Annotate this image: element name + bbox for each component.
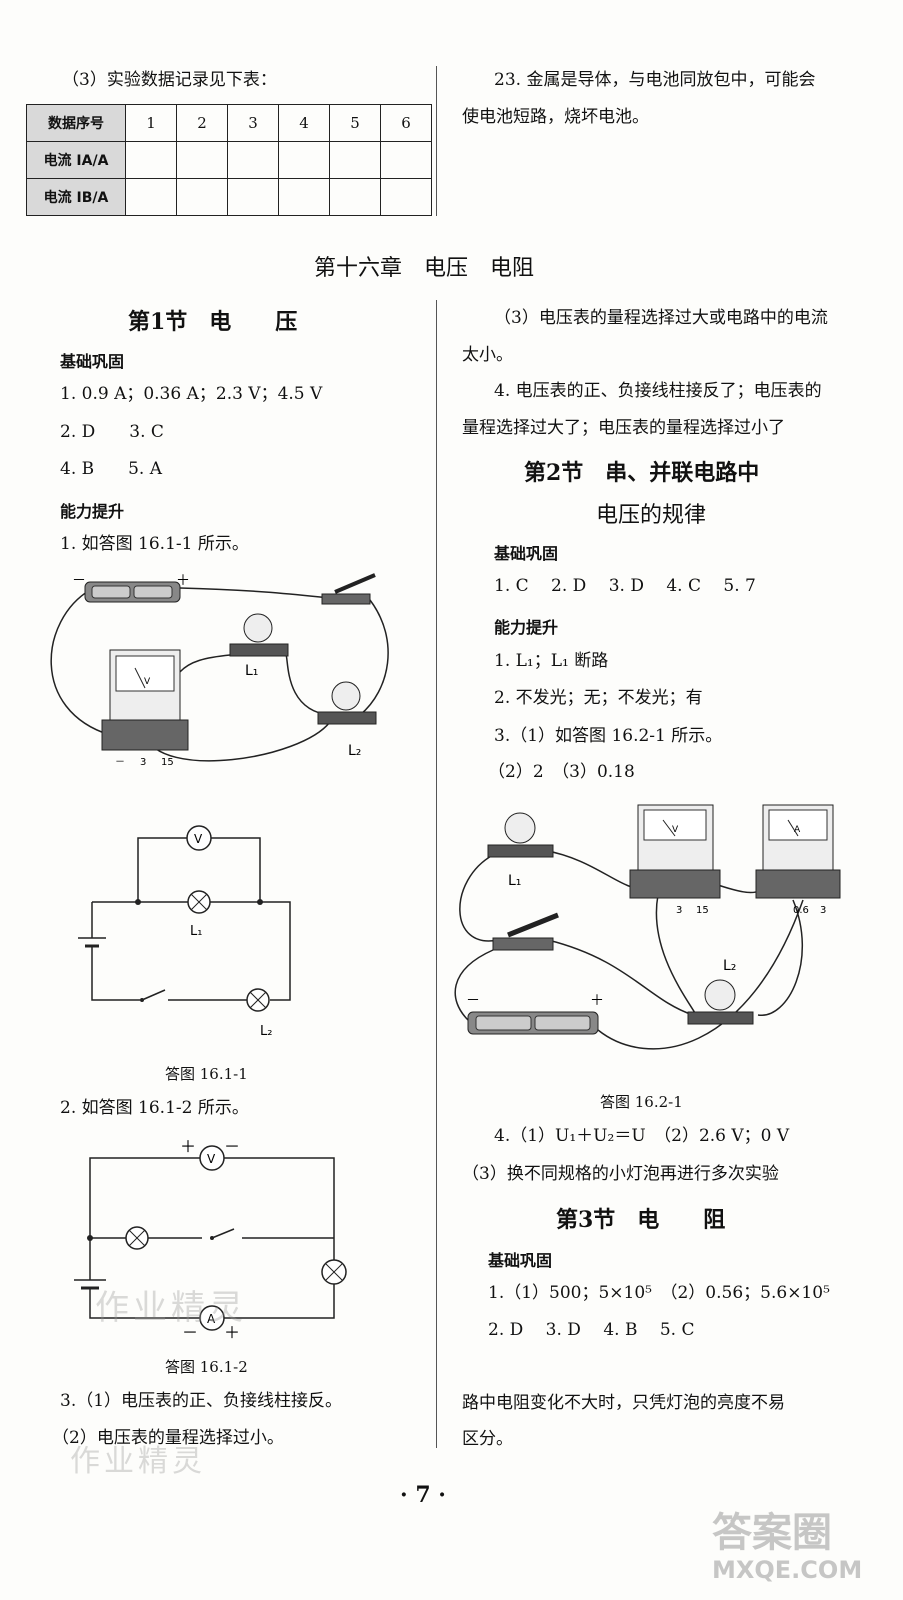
switch-icon [321, 573, 376, 605]
terminal-minus: － [115, 757, 125, 768]
bulb-l1-icon [229, 613, 289, 657]
terminal-3: 3 [140, 757, 146, 768]
s2-ability-answer: （2）2 （3）0.18 [488, 762, 635, 782]
s1-ability-answer: 1. 如答图 16.1-1 所示。 [60, 534, 249, 554]
s2-ability-answer: 2. 不发光；无；不发光；有 [494, 688, 703, 708]
table-col: 5 [329, 104, 381, 142]
s2-ability-answer: 1. L₁；L₁ 断路 [494, 651, 609, 671]
minus-label: － [72, 573, 86, 589]
s1-ability-answer: （2）电压表的量程选择过小。 [52, 1428, 284, 1448]
basic-heading: 基础巩固 [488, 1251, 553, 1270]
section3-title: 第3节 电 阻 [556, 1207, 726, 1233]
section1-title: 第1节 电 压 [128, 309, 298, 335]
fig3-l2: L₂ [723, 958, 736, 974]
fig3-t06: 0.6 [793, 905, 809, 916]
plus-label: ＋ [176, 573, 190, 589]
table-col: 6 [380, 104, 432, 142]
s1-right-line: 太小。 [462, 345, 513, 365]
s3-answer: 1.（1）500；5×10⁵ （2）0.56；5.6×10⁵ [488, 1283, 830, 1303]
voltmeter-v: V [144, 677, 151, 687]
fig3-t15: 15 [696, 905, 709, 916]
table-col: 3 [227, 104, 279, 142]
fig1-caption: 答图 16.1-1 [165, 1065, 248, 1083]
table-col: 4 [278, 104, 330, 142]
section2-title: 第2节 串、并联电路中 [524, 460, 760, 486]
voltmeter-icon [629, 804, 721, 899]
s3-answer: 区分。 [462, 1429, 513, 1449]
fig3-caption: 答图 16.2-1 [600, 1093, 683, 1111]
schematic-a: A [207, 1312, 216, 1326]
fig3-plus: ＋ [590, 993, 604, 1009]
column-divider [436, 300, 437, 1448]
column-divider [436, 66, 437, 216]
terminal-15: 15 [161, 757, 174, 768]
fig3-a: A [794, 825, 801, 835]
s1-ability-answer: 3.（1）电压表的正、负接线柱接反。 [60, 1391, 343, 1411]
v-minus: － [224, 1137, 240, 1156]
battery-icon [467, 1011, 599, 1035]
table-col: 2 [176, 104, 228, 142]
watermark: 作业精灵 [95, 1288, 247, 1328]
s1-right-line: 量程选择过大了；电压表的量程选择过小了 [462, 418, 785, 438]
watermark: 作业精灵 [70, 1444, 206, 1479]
fig3-t3b: 3 [820, 905, 826, 916]
a-plus: ＋ [224, 1323, 240, 1342]
schematic-l2: L₂ [260, 1024, 272, 1039]
table-header-label: 数据序号 [26, 104, 126, 142]
s1-right-line: （3）电压表的量程选择过大或电路中的电流 [494, 308, 828, 328]
table-intro: （3）实验数据记录见下表： [62, 70, 277, 90]
l1-label: L₁ [245, 663, 258, 679]
l2-label: L₂ [348, 743, 361, 759]
s1-answer: 1. 0.9 A；0.36 A；2.3 V；4.5 V [60, 384, 323, 404]
fig3-minus: － [466, 993, 480, 1009]
table-col: 1 [125, 104, 177, 142]
fig3-l1: L₁ [508, 873, 521, 889]
s3-answer: 2. D 3. D 4. B 5. C [488, 1320, 695, 1340]
v-plus: ＋ [180, 1137, 196, 1156]
s1-answer: 2. D 3. C [60, 422, 164, 442]
fig3-v: V [672, 825, 679, 835]
ability-heading: 能力提升 [494, 618, 559, 637]
data-record-table: 数据序号 1 2 3 4 5 6 电流 IA/A 电流 IB/A [26, 104, 432, 216]
chapter-title: 第十六章 电压 电阻 [314, 256, 535, 281]
s1-right-line: 4. 电压表的正、负接线柱接反了；电压表的 [494, 381, 822, 401]
figure-16-1-2-schematic: ＋ － V A － ＋ [74, 1137, 347, 1342]
s2-answer: 1. C 2. D 3. D 4. C 5. 7 [494, 576, 756, 596]
switch-icon [492, 912, 559, 951]
table-row-label: 电流 IB/A [26, 178, 126, 216]
s2-ability-answer: 4.（1）U₁＋U₂＝U （2）2.6 V；0 V [494, 1126, 790, 1146]
basic-heading: 基础巩固 [60, 352, 125, 371]
a-minus: － [182, 1323, 198, 1342]
bulb-l1-icon [487, 812, 554, 858]
basic-heading: 基础巩固 [494, 544, 559, 563]
voltmeter-icon [101, 649, 189, 751]
s1-ability-answer: 2. 如答图 16.1-2 所示。 [60, 1098, 249, 1118]
fig2-caption: 答图 16.1-2 [165, 1358, 248, 1376]
battery-icon [84, 581, 181, 603]
figure-16-1-1-schematic: V L₁ L₂ [78, 825, 291, 1039]
ammeter-icon [755, 804, 841, 899]
ability-heading: 能力提升 [60, 502, 125, 521]
corner-url: MXQE.COM [712, 1556, 863, 1584]
page-number: · 7 · [400, 1482, 446, 1508]
bulb-l2-icon [687, 979, 754, 1025]
s2-ability-answer: 3.（1）如答图 16.2-1 所示。 [494, 726, 723, 746]
s3-answer: 路中电阻变化不大时，只凭灯泡的亮度不易 [462, 1393, 785, 1413]
section2-title-line2: 电压的规律 [596, 503, 707, 528]
schematic-v: V [194, 832, 203, 846]
s1-answer: 4. B 5. A [60, 459, 163, 479]
table-row-label: 电流 IA/A [26, 141, 126, 179]
figure-16-2-1: L₁ V 3 15 A 0.6 3 L₂ － ＋ [454, 804, 841, 1050]
figure-16-1-1: － ＋ L₁ L₂ V － 3 15 [50, 573, 389, 768]
schematic-l1: L₁ [190, 924, 202, 939]
q23-line1: 23. 金属是导体，与电池同放包中，可能会 [494, 70, 816, 90]
corner-logo: 答案圈 [712, 1510, 832, 1556]
schematic-v2: V [207, 1152, 216, 1166]
fig3-t3: 3 [676, 905, 682, 916]
q23-line2: 使电池短路，烧坏电池。 [462, 107, 649, 127]
bulb-l2-icon [317, 681, 377, 725]
s2-ability-answer: （3）换不同规格的小灯泡再进行多次实验 [462, 1164, 779, 1184]
